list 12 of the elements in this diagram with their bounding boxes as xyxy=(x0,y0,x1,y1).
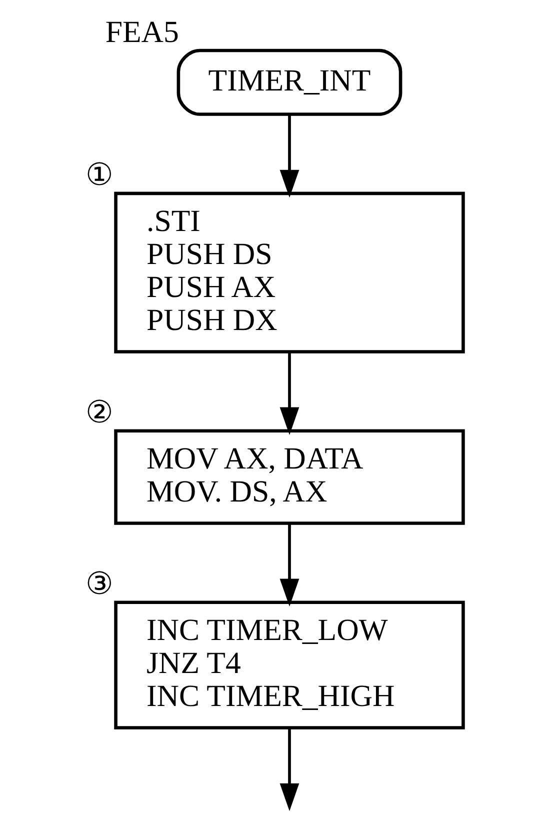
node-box: TIMER_INT xyxy=(176,48,402,116)
node-box: MOV AX, DATA MOV. DS, AX xyxy=(114,429,464,525)
node-label: ② xyxy=(84,396,113,430)
node-label: ③ xyxy=(84,567,113,602)
arrow xyxy=(279,728,299,812)
arrow xyxy=(279,524,299,607)
node-label: FEA5 xyxy=(104,15,178,50)
node-box: INC TIMER_LOW JNZ T4 INC TIMER_HIGH xyxy=(114,600,464,730)
node-label: ① xyxy=(84,158,113,192)
node-box: .STI PUSH DS PUSH AX PUSH DX xyxy=(114,192,464,354)
arrow xyxy=(279,352,299,435)
arrow xyxy=(279,114,299,198)
